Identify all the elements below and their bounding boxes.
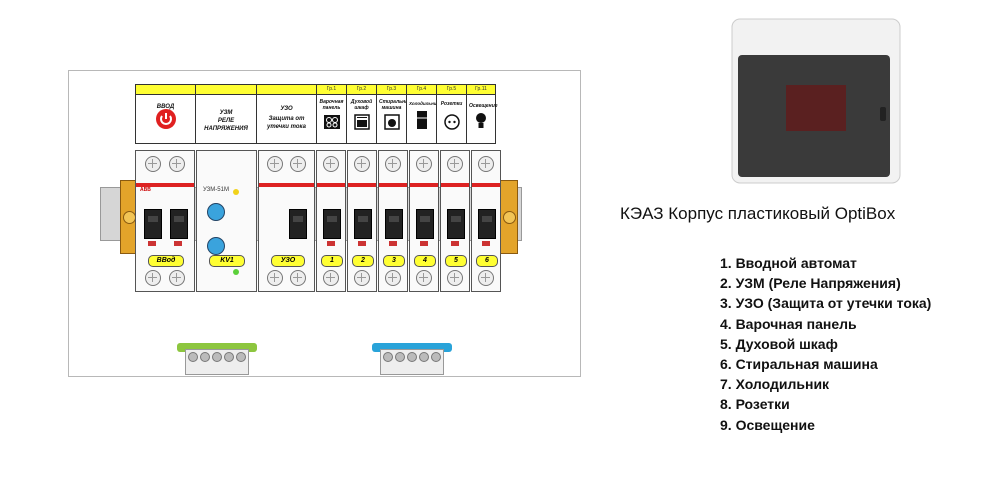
- legend-list: 1. Вводной автомат 2. УЗМ (Реле Напряжен…: [720, 253, 931, 435]
- device-label-rcd: УЗО: [271, 255, 305, 267]
- breaker-input: ABB ВВод: [135, 150, 195, 292]
- label-input: ВВОД: [135, 84, 195, 144]
- legend-item: 1. Вводной автомат: [720, 255, 857, 271]
- label-group-2: Гр.2 Духовой шкаф: [346, 84, 376, 144]
- legend-item: 2. УЗМ (Реле Напряжения): [720, 275, 901, 292]
- legend-item: 4. Варочная панель: [720, 315, 857, 332]
- breaker-group-2: 2: [347, 150, 377, 292]
- legend-item: 7. Холодильник: [720, 376, 830, 393]
- rail-clamp-right: [500, 180, 518, 254]
- group-1-tag: Гр.1: [317, 85, 346, 95]
- rcd: УЗО: [258, 150, 315, 292]
- group-2-tag: Гр.2: [347, 85, 376, 95]
- fridge-icon: [416, 110, 428, 135]
- washer-icon: [383, 114, 400, 135]
- brand-text: ABB: [140, 187, 151, 193]
- bus-bar-ground: [177, 343, 257, 377]
- label-uzm-text: УЗМ: [219, 110, 233, 116]
- breaker-group-1: 1: [316, 150, 346, 292]
- relay-led: [233, 189, 239, 195]
- label-group-5: Гр.5 Розетки: [436, 84, 466, 144]
- label-input-text: ВВОД: [156, 104, 175, 110]
- rail-clamp-left: [120, 180, 138, 254]
- device-label-1: 1: [321, 255, 343, 267]
- label-uzm-sub: РЕЛЕ НАПРЯЖЕНИЯ: [204, 118, 248, 132]
- label-uzm: УЗМ РЕЛЕ НАПРЯЖЕНИЯ: [195, 84, 256, 144]
- label-group-1: Гр.1 Варочная панель: [316, 84, 346, 144]
- group-label-row: ВВОД УЗМ РЕЛЕ НАПРЯЖЕНИЯ УЗО Защита от у…: [135, 84, 498, 144]
- breaker-group-4: 4: [409, 150, 439, 292]
- label-group-1-text: Варочная панель: [319, 99, 344, 111]
- optibox-enclosure: [730, 17, 902, 185]
- group-5-tag: Гр.5: [437, 85, 466, 95]
- legend-item: 3. УЗО (Защита от утечки тока): [720, 295, 932, 312]
- diagram-frame: [68, 70, 581, 377]
- relay-knob-top: [207, 203, 225, 221]
- label-rcd-text: УЗО: [280, 106, 293, 112]
- socket-icon: [443, 114, 460, 135]
- label-rcd-sub: Защита от утечки тока: [266, 116, 307, 130]
- label-rcd: УЗО Защита от утечки тока: [256, 84, 316, 144]
- label-group-3: Гр.3 Стиральная машина: [376, 84, 411, 144]
- voltage-relay: УЗМ-51М KV1: [196, 150, 257, 292]
- label-group-11: Гр.11 Освещение: [466, 84, 498, 144]
- breaker-group-5: 5: [440, 150, 470, 292]
- device-label-input: ВВод: [148, 255, 184, 267]
- label-group-4: Гр.4 Холодильник: [406, 84, 439, 144]
- breaker-input-handle-2: [170, 209, 188, 239]
- power-icon: [155, 108, 177, 135]
- label-group-2-text: Духовой шкаф: [350, 99, 373, 111]
- cooktop-icon: [323, 114, 341, 135]
- relay-led-green: [233, 269, 239, 275]
- label-group-3-text: Стиральная машина: [379, 99, 411, 111]
- lamp-icon: [475, 112, 487, 135]
- device-label-relay: KV1: [209, 255, 245, 267]
- bus-bar-neutral: [372, 343, 452, 377]
- group-4-tag: Гр.4: [407, 85, 436, 95]
- group-3-tag: Гр.3: [377, 85, 406, 95]
- breaker-group-3: 3: [378, 150, 408, 292]
- legend-item: 5. Духовой шкаф: [720, 335, 838, 352]
- label-group-4-text: Холодильник: [409, 101, 439, 106]
- device-label-6: 6: [476, 255, 498, 267]
- device-label-3: 3: [383, 255, 405, 267]
- breaker-group-6: 6: [471, 150, 501, 292]
- rcd-handle: [289, 209, 307, 239]
- page-title: КЭАЗ Корпус пластиковый OptiBox: [620, 204, 896, 223]
- oven-icon: [353, 114, 370, 135]
- device-label-4: 4: [414, 255, 436, 267]
- legend-item: 9. Освещение: [720, 416, 815, 433]
- relay-knob-bottom: [207, 237, 225, 255]
- label-group-11-text: Освещение: [469, 103, 498, 109]
- relay-model: УЗМ-51М: [203, 187, 229, 193]
- group-11-tag: Гр.11: [467, 85, 495, 95]
- legend-item: 8. Розетки: [720, 396, 790, 413]
- legend-item: 6. Стиральная машина: [720, 356, 878, 373]
- device-label-5: 5: [445, 255, 467, 267]
- label-group-5-text: Розетки: [440, 101, 463, 107]
- breaker-input-handle: [144, 209, 162, 239]
- device-label-2: 2: [352, 255, 374, 267]
